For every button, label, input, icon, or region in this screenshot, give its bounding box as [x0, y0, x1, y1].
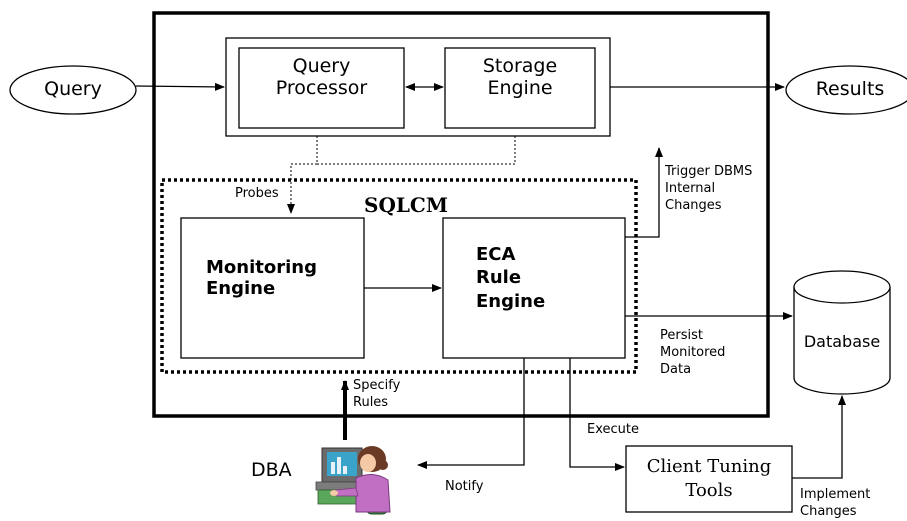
specify-rules-label: Specify Rules: [353, 378, 401, 410]
persist-label: Persist Monitored Data: [660, 328, 726, 377]
notify-label: Notify: [445, 479, 484, 494]
edge-trigger: [625, 147, 663, 238]
edge-notify: [417, 358, 525, 469]
results-label: Results: [815, 78, 885, 100]
sqlcm-title: SQLCM: [364, 193, 448, 217]
storage-engine-box: [444, 47, 596, 129]
sqlcm-boundary: [160, 178, 638, 374]
client-tuning-tools-label: Client Tuning Tools: [646, 456, 772, 502]
edge-probes: [287, 136, 318, 214]
client-tuning-tools-box: [625, 445, 793, 513]
implement-changes-label: Implement Changes: [800, 487, 871, 519]
monitoring-engine-label: Monitoring Engine: [206, 257, 317, 299]
dba-label: DBA: [251, 459, 292, 481]
storage-engine-label: Storage Engine: [482, 55, 558, 99]
dbms-boundary: [152, 11, 770, 418]
edge-query-to-processor: [135, 82, 225, 91]
results-ellipse: [785, 65, 907, 115]
execute-label: Execute: [587, 422, 639, 437]
query-ellipse: [9, 65, 137, 115]
database-label: Database: [803, 332, 881, 351]
eca-rule-engine-box: [442, 217, 626, 359]
query-processor-label: Query Processor: [275, 55, 368, 99]
edge-probes-storage: [317, 136, 516, 165]
eca-rule-engine-label: ECA Rule Engine: [476, 244, 546, 312]
edge-implement: [792, 395, 846, 479]
edge-execute: [569, 358, 625, 471]
probes-label: Probes: [235, 186, 279, 201]
query-processor-box: [238, 47, 405, 129]
database-cylinder: [793, 270, 891, 395]
query-label: Query: [44, 78, 102, 100]
dba-person-icon: [315, 446, 391, 515]
trigger-label: Trigger DBMS Internal Changes: [665, 164, 753, 213]
